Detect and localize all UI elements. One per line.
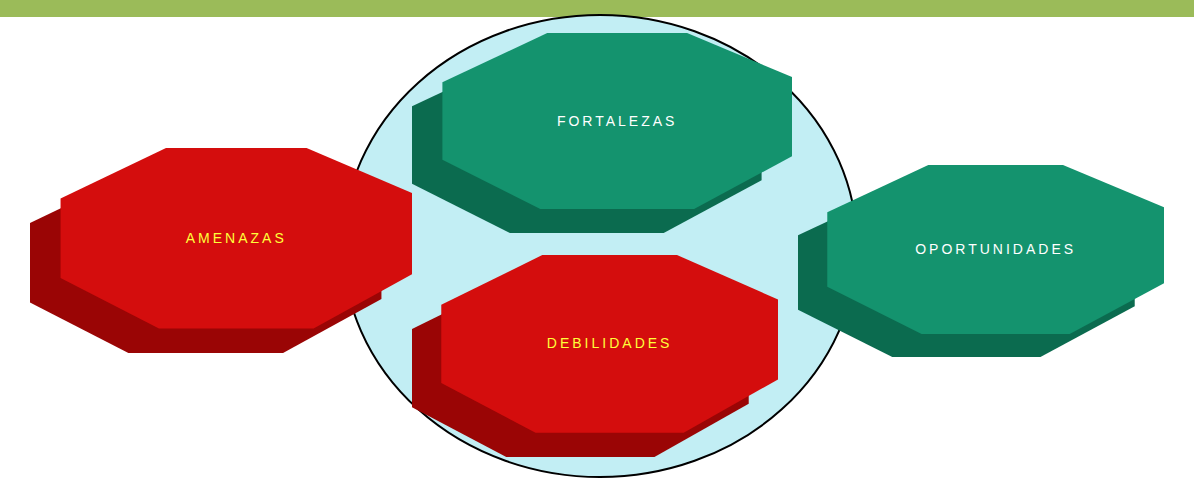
octagon-face bbox=[827, 165, 1164, 334]
octagon-face bbox=[61, 148, 412, 328]
octagon-face bbox=[442, 33, 792, 209]
octagon-shape bbox=[412, 255, 778, 457]
text-holder: AMENAZAS bbox=[61, 148, 412, 328]
text-holder: OPORTUNIDADES bbox=[827, 165, 1164, 334]
octagon-shape bbox=[798, 165, 1164, 357]
octagon-node: DEBILIDADES bbox=[412, 255, 778, 457]
octagon-shape bbox=[30, 148, 412, 353]
octagon-face bbox=[441, 255, 778, 433]
node-label: AMENAZAS bbox=[186, 230, 287, 247]
text-holder: DEBILIDADES bbox=[441, 255, 778, 433]
octagon-node: AMENAZAS bbox=[30, 148, 412, 353]
octagon-node: OPORTUNIDADES bbox=[798, 165, 1164, 357]
node-label: OPORTUNIDADES bbox=[915, 241, 1076, 258]
text-holder: FORTALEZAS bbox=[442, 33, 792, 209]
enclosing-circle bbox=[343, 15, 857, 477]
octagon-node: FORTALEZAS bbox=[412, 33, 792, 233]
node-label: DEBILIDADES bbox=[547, 335, 673, 352]
node-label: FORTALEZAS bbox=[557, 113, 678, 130]
octagon-shape bbox=[412, 33, 792, 233]
